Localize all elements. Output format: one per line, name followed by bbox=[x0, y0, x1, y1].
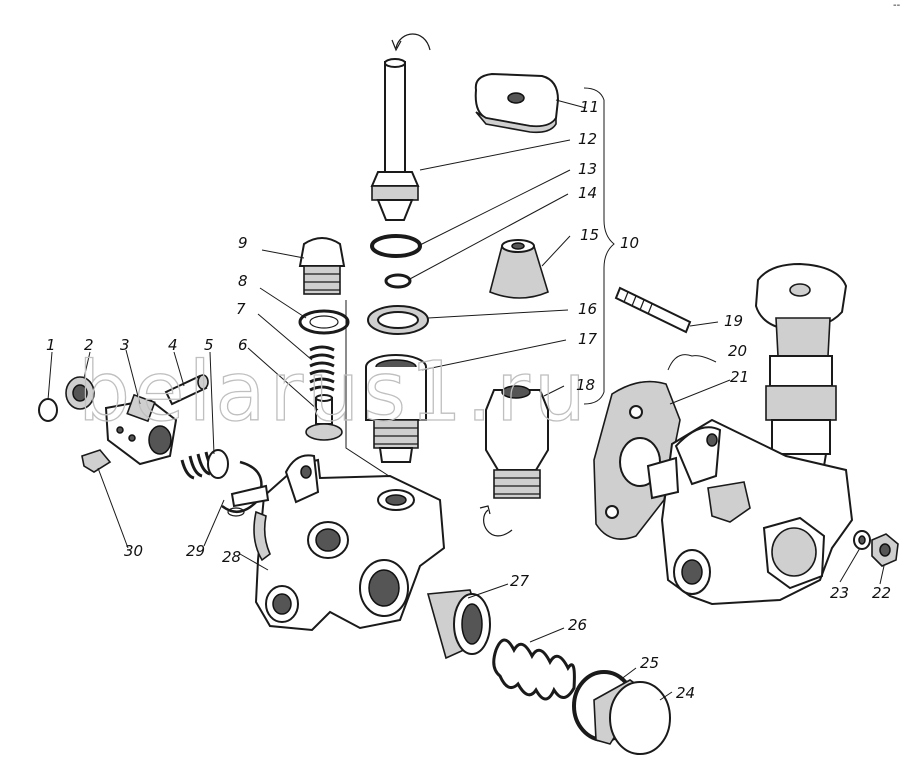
part-14-small-ring bbox=[384, 273, 412, 289]
part-28-pump-housing bbox=[230, 454, 446, 632]
label-6: 6 bbox=[238, 336, 248, 354]
part-21-gasket bbox=[593, 380, 681, 540]
label-23: 23 bbox=[830, 584, 849, 602]
label-18: 18 bbox=[576, 376, 595, 394]
part-20-hand-pump bbox=[754, 262, 848, 479]
callout-labels: 1 2 3 4 5 6 7 8 9 10 11 12 13 14 15 16 1… bbox=[46, 98, 891, 702]
part-7-spring bbox=[309, 345, 335, 392]
part-23-washer bbox=[853, 530, 871, 550]
part-10-bracket bbox=[583, 87, 615, 405]
part-2-bushing bbox=[65, 376, 95, 410]
part-3-lever bbox=[104, 393, 178, 466]
label-29: 29 bbox=[186, 542, 205, 560]
part-5-spring-assembly bbox=[180, 449, 229, 480]
part-12-plunger-stem bbox=[370, 33, 431, 221]
part-26-spring bbox=[492, 638, 576, 701]
label-22: 22 bbox=[872, 584, 891, 602]
part-13-o-ring bbox=[370, 234, 422, 258]
label-10: 10 bbox=[620, 234, 639, 252]
part-9-plug bbox=[298, 237, 346, 295]
part-6-valve bbox=[305, 394, 343, 441]
part-19-stud bbox=[614, 286, 692, 334]
part-1-snap-ring bbox=[38, 398, 58, 422]
part-16-gasket bbox=[367, 305, 429, 335]
label-4: 4 bbox=[168, 336, 178, 354]
part-30-square-nut bbox=[81, 449, 112, 473]
label-21: 21 bbox=[730, 368, 749, 386]
part-18-nozzle-sleeve bbox=[479, 385, 549, 537]
part-4-pin bbox=[164, 374, 209, 406]
label-15: 15 bbox=[580, 226, 599, 244]
label-20: 20 bbox=[728, 342, 747, 360]
part-11-cam-plate bbox=[474, 72, 560, 134]
label-1: 1 bbox=[46, 336, 56, 354]
label-9: 9 bbox=[238, 234, 248, 252]
right-pump-housing bbox=[646, 418, 854, 606]
label-13: 13 bbox=[578, 160, 597, 178]
label-24: 24 bbox=[676, 684, 695, 702]
label-28: 28 bbox=[222, 548, 241, 566]
leader-lines bbox=[47, 99, 885, 701]
label-27: 27 bbox=[510, 572, 530, 590]
part-24-cap-nut bbox=[593, 679, 671, 755]
part-15-conical-sleeve bbox=[489, 239, 549, 299]
label-12: 12 bbox=[578, 130, 597, 148]
label-2: 2 bbox=[84, 336, 94, 354]
label-7: 7 bbox=[236, 300, 246, 318]
label-30: 30 bbox=[124, 542, 143, 560]
label-25: 25 bbox=[640, 654, 659, 672]
label-26: 26 bbox=[568, 616, 587, 634]
part-27-sleeve bbox=[426, 589, 491, 660]
part-22-hex-nut bbox=[871, 533, 899, 567]
label-14: 14 bbox=[578, 184, 597, 202]
label-17: 17 bbox=[578, 330, 598, 348]
watermark: belarus1.ru bbox=[78, 345, 590, 440]
part-17-threaded-body bbox=[365, 354, 427, 463]
part-8-washer bbox=[298, 309, 350, 335]
label-11: 11 bbox=[580, 98, 599, 116]
label-16: 16 bbox=[578, 300, 597, 318]
label-3: 3 bbox=[120, 336, 130, 354]
label-19: 19 bbox=[724, 312, 743, 330]
corner-mark: -- bbox=[893, 0, 901, 11]
label-5: 5 bbox=[204, 336, 214, 354]
label-8: 8 bbox=[238, 272, 248, 290]
